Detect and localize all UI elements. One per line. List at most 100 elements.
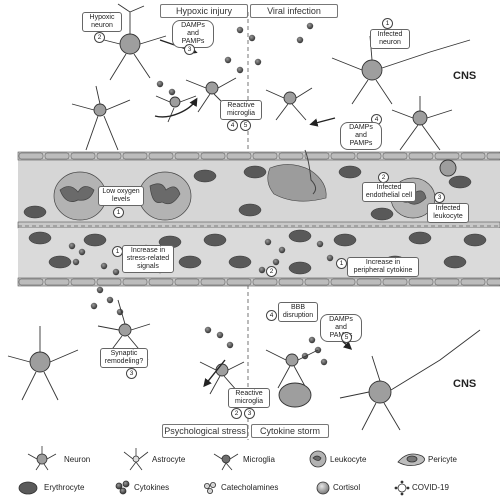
legend-neuron-icon	[27, 446, 57, 471]
cns-label-bottom: CNS	[453, 378, 477, 390]
cytokine	[204, 326, 212, 334]
badge-damps-bottom: 5	[341, 332, 352, 343]
erythrocyte	[238, 203, 262, 217]
label-bbb-disruption: BBB disruption	[278, 302, 318, 322]
erythrocyte	[178, 255, 202, 269]
endothelial-tile	[460, 152, 486, 160]
cytokine	[68, 242, 76, 250]
cells-lower	[7, 299, 481, 431]
legend-astrocyte-icon	[123, 448, 149, 471]
endothelial-tile	[44, 152, 70, 160]
cns-label-top: CNS	[453, 70, 477, 82]
endothelial-tile	[382, 278, 408, 286]
label-peripheral-cytokine: Increase in peripheral cytokine	[347, 257, 419, 277]
endothelial-tile	[174, 152, 200, 160]
endothelial-tile	[460, 278, 486, 286]
legend-cytokines-icon	[115, 480, 130, 495]
erythrocyte	[443, 255, 467, 269]
endothelial-tile	[200, 278, 226, 286]
legend-neuron: Neuron	[64, 455, 91, 464]
erythrocyte	[408, 231, 432, 245]
endothelial-tile	[408, 278, 434, 286]
badge-infected-leukocyte: 3	[434, 192, 445, 203]
badge-reactive-microglia-bottom-b: 3	[244, 408, 255, 419]
endothelial-tile	[382, 152, 408, 160]
cytokine	[296, 36, 304, 44]
legend-pericyte-icon	[397, 453, 425, 466]
cytokine	[224, 56, 232, 64]
legend-covid19: COVID-19	[412, 483, 449, 492]
cytokine	[306, 22, 314, 30]
endothelial-tile	[70, 278, 96, 286]
endothelial-tile	[278, 152, 304, 160]
badge-reactive-microglia-top-b: 5	[240, 120, 251, 131]
header-viral-infection: Viral infection	[250, 4, 338, 18]
legend-microglia: Microglia	[243, 455, 276, 464]
leukocytes-vessel	[53, 171, 436, 221]
erythrocyte	[23, 205, 47, 219]
badge-bbb-a: 2	[266, 266, 277, 277]
cytokine	[90, 302, 98, 310]
legend-erythrocyte-icon	[18, 481, 38, 495]
legend-cortisol-icon	[316, 481, 330, 495]
badge-damps-top: 3	[184, 44, 195, 55]
endothelial-tile	[278, 278, 304, 286]
cytokine	[316, 240, 324, 248]
erythrocyte	[333, 233, 357, 247]
label-hypoxic-neuron: Hypoxic neuron	[82, 12, 122, 32]
erythrocyte	[28, 231, 52, 245]
endothelial-tile	[304, 152, 330, 160]
cytokine	[226, 341, 234, 349]
endothelial-tile	[70, 152, 96, 160]
endothelial-tile	[304, 278, 330, 286]
legend-catecholamines-icon	[203, 481, 216, 494]
erythrocyte	[48, 255, 72, 269]
legend-leukocyte: Leukocyte	[330, 455, 367, 464]
cytokine	[100, 262, 108, 270]
endothelial-tile	[356, 278, 382, 286]
endothelial-tile	[174, 278, 200, 286]
erythrocyte	[243, 165, 267, 179]
legend-cortisol: Cortisol	[333, 483, 361, 492]
erythrocyte	[288, 229, 312, 243]
legend-pericyte: Pericyte	[428, 455, 457, 464]
header-hypoxic-injury: Hypoxic injury	[160, 4, 248, 18]
label-infected-endothelial: Infected endothelial cell	[362, 182, 416, 202]
erythrocyte	[338, 165, 362, 179]
endothelial-tile	[122, 278, 148, 286]
badge-reactive-microglia-bottom-a: 2	[231, 408, 242, 419]
cytokine	[156, 80, 164, 88]
legend-microglia-icon	[213, 453, 239, 471]
endothelial-tile	[356, 152, 382, 160]
label-damps-right: DAMPs and PAMPs	[340, 122, 382, 150]
header-cytokine-storm: Cytokine storm	[251, 424, 329, 438]
endothelial-tile	[96, 278, 122, 286]
endothelial-tile	[408, 152, 434, 160]
cytokine	[308, 336, 316, 344]
legend-leukocyte-icon	[309, 450, 327, 468]
cytokine	[72, 258, 80, 266]
infected-endothelial-cell	[267, 164, 327, 202]
label-damps-top: DAMPs and PAMPs	[172, 20, 214, 48]
cytokine	[254, 58, 262, 66]
cytokine	[236, 26, 244, 34]
label-reactive-microglia-bottom: Reactive microglia	[228, 388, 270, 408]
cytokine	[320, 358, 328, 366]
endothelial-tile	[226, 152, 252, 160]
badge-infected-neuron: 1	[382, 18, 393, 29]
endothelial-tile	[200, 152, 226, 160]
endothelial-tile	[226, 278, 252, 286]
erythrocyte	[83, 233, 107, 247]
badge-reactive-microglia-top-a: 4	[227, 120, 238, 131]
badge-low-oxygen: 1	[113, 207, 124, 218]
endothelial-tile	[18, 152, 44, 160]
endothelial-tile	[252, 278, 278, 286]
label-low-oxygen: Low oxygen levels	[98, 186, 144, 206]
endothelial-tile	[96, 152, 122, 160]
endothelial-tile	[122, 152, 148, 160]
endothelial-tiles-top	[18, 152, 500, 160]
erythrocyte	[193, 169, 217, 183]
legend-icons	[18, 446, 425, 496]
